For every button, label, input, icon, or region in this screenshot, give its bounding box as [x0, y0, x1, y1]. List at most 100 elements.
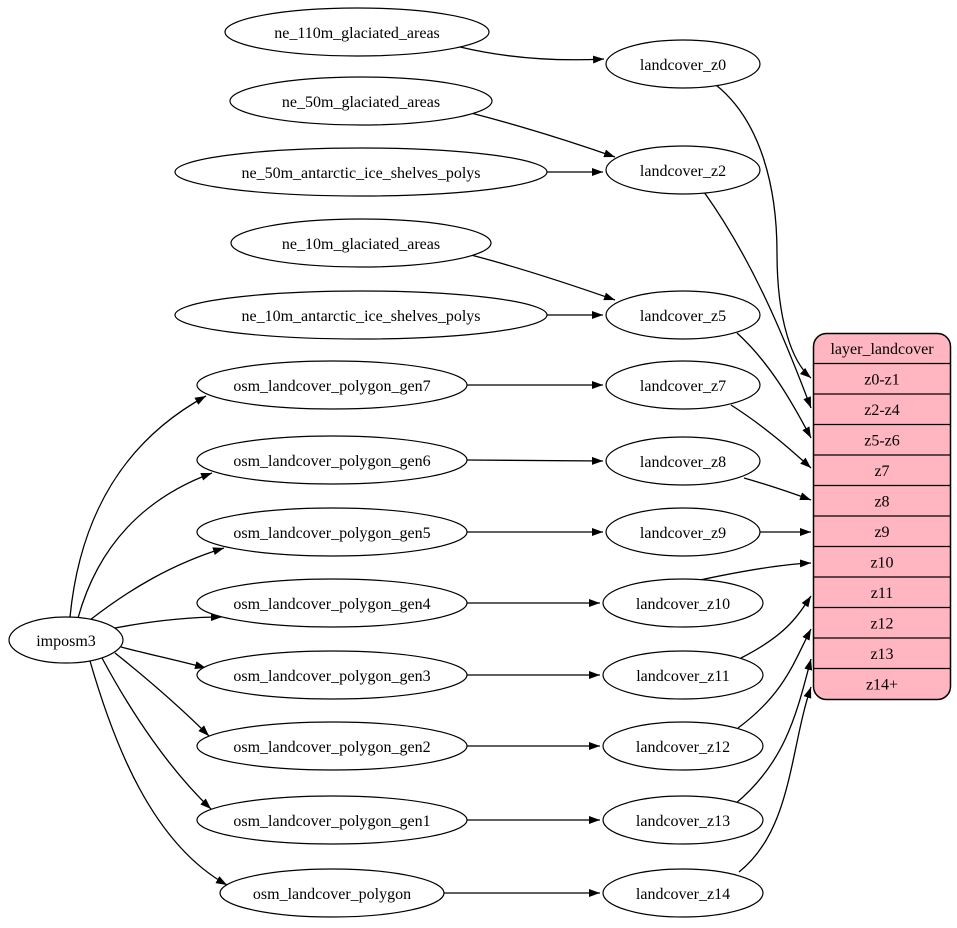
source-ellipse [219, 868, 445, 918]
node-landcover-z9: landcover_z9 [605, 507, 761, 557]
edge-landcover-z13-to-row-z13 [734, 658, 813, 805]
edge-landcover-z10-to-row-z10 [699, 559, 812, 581]
transform-label: landcover_z7 [640, 378, 726, 395]
record-row-z8: z8 [874, 494, 889, 511]
edge-imposm3-to-osm-landcover-polygon-gen5 [89, 547, 225, 621]
transform-ellipse [602, 578, 764, 628]
source-label: osm_landcover_polygon_gen7 [233, 378, 430, 395]
edge-ne-10m-glaciated-areas-to-landcover-z5 [470, 254, 616, 301]
edge-landcover-z12-to-row-z12 [737, 628, 812, 729]
edge-landcover-z14-to-row-z14plus [738, 686, 812, 873]
source-ellipse [196, 650, 468, 700]
transform-label: landcover_z11 [636, 668, 730, 685]
source-label: osm_landcover_polygon_gen2 [233, 739, 430, 756]
edge-imposm3-to-osm-landcover-polygon-gen3 [120, 646, 207, 670]
source-label: ne_10m_glaciated_areas [282, 236, 440, 253]
source-ellipse [196, 435, 468, 485]
node-ne-110m-glaciated-areas: ne_110m_glaciated_areas [224, 7, 490, 57]
node-osm-landcover-polygon: osm_landcover_polygon [219, 868, 445, 918]
record-row-z9: z9 [874, 524, 889, 541]
transform-ellipse [602, 650, 764, 700]
node-osm-landcover-polygon-gen3: osm_landcover_polygon_gen3 [196, 650, 468, 700]
node-osm-landcover-polygon-gen5: osm_landcover_polygon_gen5 [196, 507, 468, 557]
transform-ellipse [605, 360, 761, 410]
source-label: osm_landcover_polygon_gen5 [233, 525, 430, 542]
node-osm-landcover-polygon-gen4: osm_landcover_polygon_gen4 [196, 578, 468, 628]
source-ellipse [229, 76, 493, 126]
source-ellipse [174, 290, 548, 340]
transform-ellipse [605, 290, 761, 340]
edge-ne-110m-glaciated-areas-to-landcover-z0 [459, 46, 605, 64]
source-label: osm_landcover_polygon_gen3 [233, 668, 430, 685]
source-ellipse [224, 7, 490, 57]
node-landcover-z12: landcover_z12 [602, 721, 764, 771]
source-ellipse [196, 507, 468, 557]
record-row-z7: z7 [874, 463, 889, 480]
transform-label: landcover_z2 [640, 163, 726, 180]
source-ellipse [196, 721, 468, 771]
record-row-z0-z1: z0-z1 [864, 372, 900, 389]
edge-imposm3-to-osm-landcover-polygon-gen1 [101, 657, 212, 810]
transform-label: landcover_z5 [640, 308, 726, 325]
record-row-z12: z12 [870, 616, 893, 633]
node-ne-10m-glaciated-areas: ne_10m_glaciated_areas [230, 218, 492, 268]
node-landcover-z13: landcover_z13 [602, 795, 764, 845]
transform-ellipse [605, 39, 761, 89]
node-ne-10m-antarctic-ice-shelves-polys: ne_10m_antarctic_ice_shelves_polys [174, 290, 548, 340]
edge-landcover-z7-to-row-z7 [730, 404, 812, 469]
transform-ellipse [602, 721, 764, 771]
source-ellipse [196, 795, 468, 845]
edge-landcover-z11-to-row-z11 [740, 595, 812, 659]
node-osm-landcover-polygon-gen1: osm_landcover_polygon_gen1 [196, 795, 468, 845]
node-landcover-z7: landcover_z7 [605, 360, 761, 410]
record-row-z2-z4: z2-z4 [864, 402, 900, 419]
transform-label: landcover_z14 [636, 886, 730, 903]
transform-ellipse [602, 868, 764, 918]
imposm3-ellipse [8, 616, 124, 664]
record-row-z14plus: z14+ [866, 677, 898, 694]
imposm3-label: imposm3 [36, 633, 96, 650]
node-landcover-z2: landcover_z2 [605, 145, 761, 195]
source-label: ne_110m_glaciated_areas [274, 25, 440, 42]
node-landcover-z10: landcover_z10 [602, 578, 764, 628]
source-label: ne_10m_antarctic_ice_shelves_polys [241, 308, 480, 325]
source-ellipse [230, 218, 492, 268]
edge-landcover-z5-to-row-z5-z6 [736, 332, 812, 439]
edge-imposm3-to-osm-landcover-polygon-gen6 [77, 472, 213, 619]
edge-ne-50m-glaciated-areas-to-landcover-z2 [470, 112, 616, 158]
node-osm-landcover-polygon-gen2: osm_landcover_polygon_gen2 [196, 721, 468, 771]
transform-ellipse [605, 507, 761, 557]
transform-label: landcover_z9 [640, 525, 726, 542]
edge-imposm3-to-osm-landcover-polygon-gen2 [114, 652, 210, 737]
edge-imposm3-to-osm-landcover-polygon-gen4 [114, 613, 223, 629]
edge-imposm3-to-osm-landcover-polygon [89, 660, 228, 886]
transform-ellipse [605, 145, 761, 195]
source-label: osm_landcover_polygon [253, 886, 411, 903]
source-ellipse [196, 360, 468, 410]
source-label: ne_50m_antarctic_ice_shelves_polys [241, 165, 480, 182]
edge-osm-landcover-polygon-gen6-to-landcover-z8 [466, 456, 604, 465]
source-label: ne_50m_glaciated_areas [282, 94, 440, 111]
edge-landcover-z0-to-row-z0-z1 [715, 84, 812, 379]
layer-landcover-title: layer_landcover [830, 341, 934, 358]
transform-ellipse [602, 795, 764, 845]
node-osm-landcover-polygon-gen6: osm_landcover_polygon_gen6 [196, 435, 468, 485]
record-row-z10: z10 [870, 555, 893, 572]
edge-landcover-z2-to-row-z2-z4 [703, 191, 812, 409]
transform-label: landcover_z12 [636, 739, 730, 756]
node-ne-50m-antarctic-ice-shelves-polys: ne_50m_antarctic_ice_shelves_polys [174, 147, 548, 197]
transform-label: landcover_z13 [636, 813, 730, 830]
transform-label: landcover_z10 [636, 596, 730, 613]
source-label: osm_landcover_polygon_gen4 [233, 596, 430, 613]
node-landcover-z14: landcover_z14 [602, 868, 764, 918]
node-layer-landcover: layer_landcover z0-z1 z2-z4 z5-z6 z7 z8 … [812, 332, 952, 701]
transform-label: landcover_z0 [640, 57, 726, 74]
node-landcover-z8: landcover_z8 [605, 436, 761, 486]
transform-ellipse [605, 436, 761, 486]
nodes: imposm3 ne_110m_glaciated_areas ne_50m_g… [8, 7, 952, 918]
edge-landcover-z8-to-row-z8 [743, 477, 812, 501]
node-landcover-z0: landcover_z0 [605, 39, 761, 89]
edge-imposm3-to-osm-landcover-polygon-gen7 [69, 395, 207, 618]
